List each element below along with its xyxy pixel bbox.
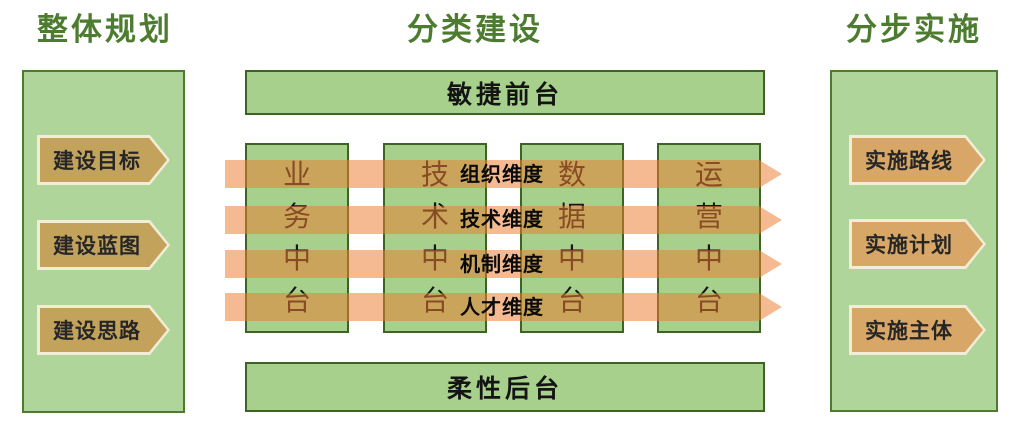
chevron-build-approach: 建设思路 [37,305,170,355]
chevron-build-goal: 建设目标 [37,135,170,185]
chevron-build-blueprint-label: 建设蓝图 [40,223,167,267]
header-phased-implementation: 分步实施 [846,12,982,48]
arrow-band-mechanism-dimension [225,250,782,278]
arrow-band-technology-dimension [225,206,782,234]
chevron-build-goal-label: 建设目标 [40,138,167,182]
chevron-build-approach-label: 建设思路 [40,308,167,352]
chevron-build-blueprint: 建设蓝图 [37,220,170,270]
band-label-technology-dimension: 技术维度 [460,207,544,231]
chevron-implementation-plan-label: 实施计划 [852,222,983,266]
band-label-mechanism-dimension: 机制维度 [460,252,544,276]
band-label-organization-dimension: 组织维度 [460,162,544,186]
header-overall-planning: 整体规划 [37,12,173,48]
arrow-band-talent-dimension [225,293,782,321]
panel-phased-implementation: 实施路线 实施计划 实施主体 [830,70,998,412]
chevron-implementation-route: 实施路线 [849,135,986,185]
header-classified-build: 分类建设 [407,12,543,48]
chevron-implementation-plan: 实施计划 [849,219,986,269]
chevron-implementation-body: 实施主体 [849,305,986,355]
bar-agile-frontend: 敏捷前台 [245,70,765,115]
chevron-implementation-route-label: 实施路线 [852,138,983,182]
band-label-talent-dimension: 人才维度 [460,295,544,319]
chevron-implementation-body-label: 实施主体 [852,308,983,352]
bar-flexible-backend: 柔性后台 [245,362,765,412]
panel-overall-planning: 建设目标 建设蓝图 建设思路 [22,70,185,413]
arrow-band-organization-dimension [225,160,782,188]
